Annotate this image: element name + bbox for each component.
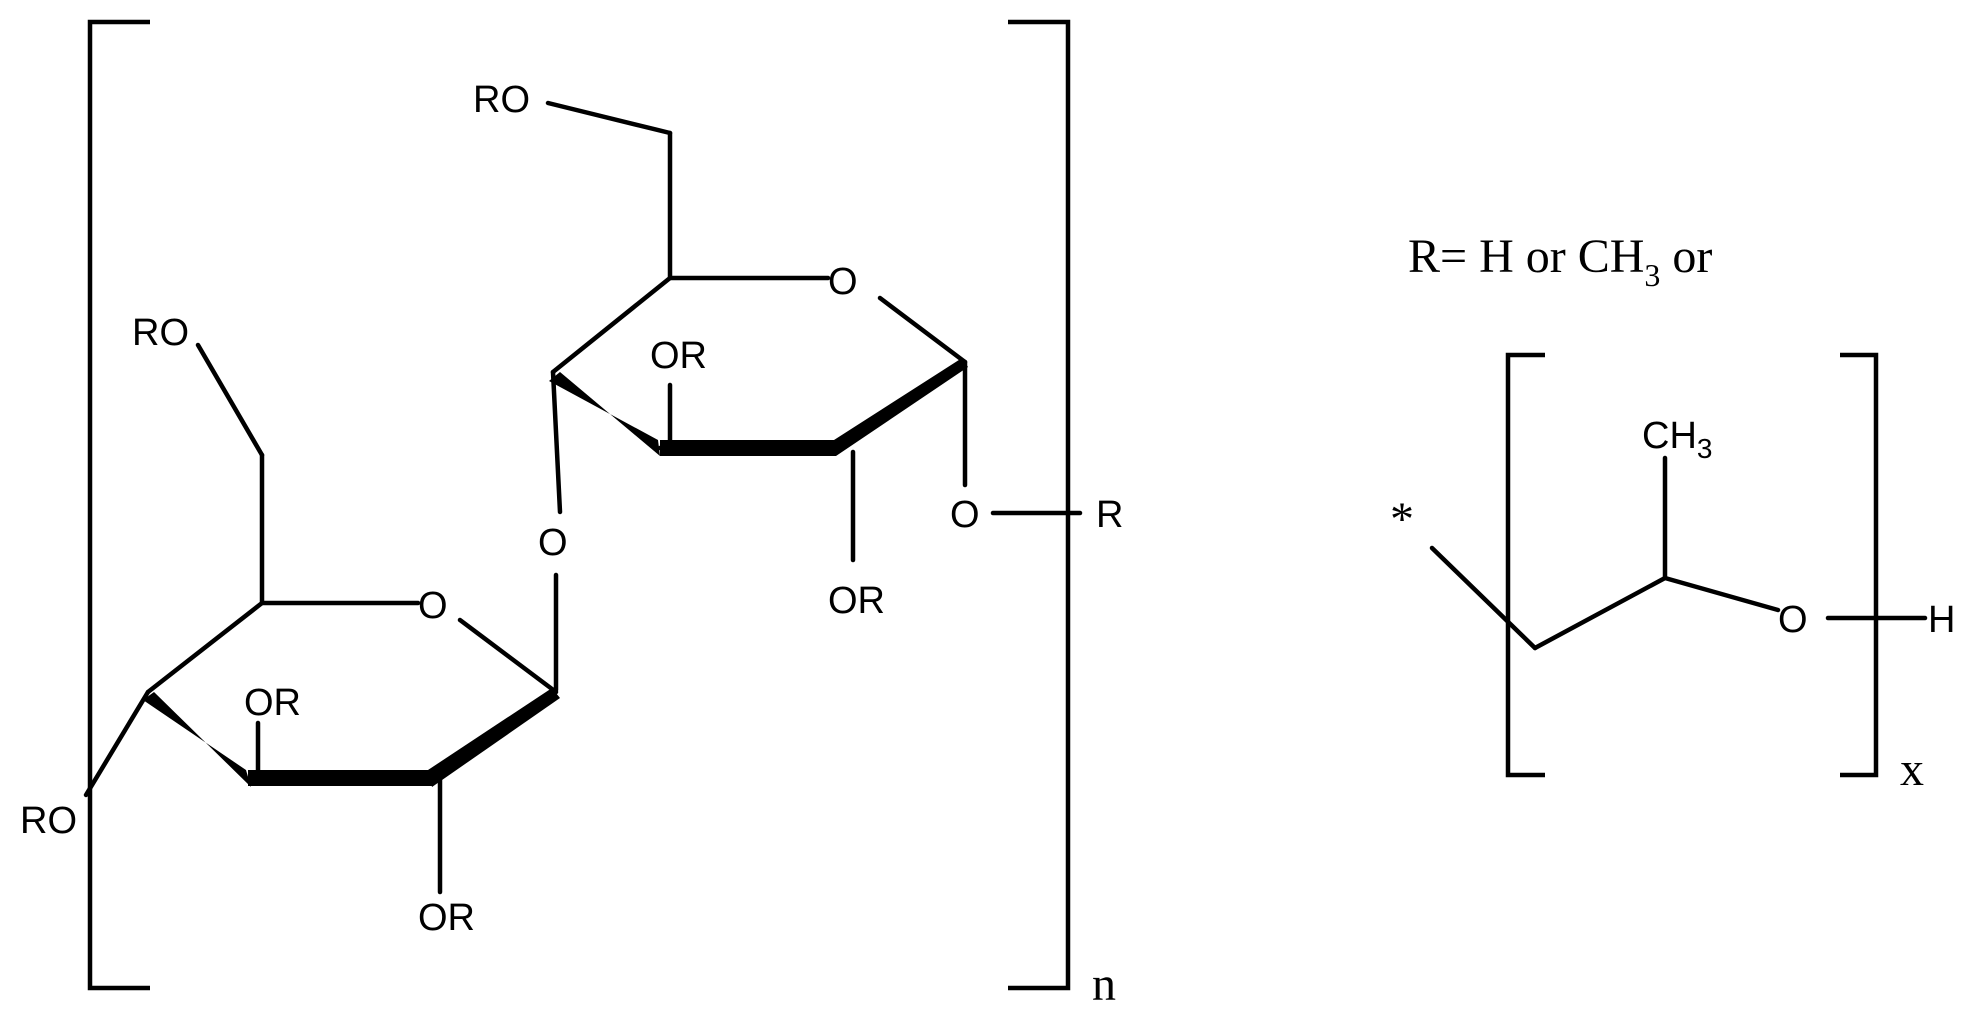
ro-left-top-label: RO xyxy=(132,312,189,354)
r-definition-prefix: R= H or CH xyxy=(1408,230,1644,283)
ring-2-wedge-right xyxy=(834,358,968,456)
r-definition-subscript: 3 xyxy=(1644,257,1660,293)
r-definition-suffix: or xyxy=(1660,230,1712,283)
propylene-methyl-ch: CH xyxy=(1642,415,1697,457)
left-bracket-small xyxy=(1505,352,1545,778)
r-definition: R= H or CH3 or xyxy=(1408,230,1712,293)
ring-1-or-lower: OR xyxy=(418,897,475,939)
ro-left-bottom-label: RO xyxy=(20,800,77,842)
ring-2-r-label: R xyxy=(1096,494,1123,536)
ring-1-or-upper: OR xyxy=(244,682,301,724)
ring-2-anomeric-oxygen: O xyxy=(950,494,980,536)
ring-1-wedge-right xyxy=(428,688,560,787)
right-bracket-large xyxy=(1008,19,1071,991)
propylene-methyl-subscript: 3 xyxy=(1697,433,1713,464)
propylene-hydrogen: H xyxy=(1928,599,1955,641)
ring-2-bold-bond xyxy=(660,440,836,456)
ring-2-wedge-left xyxy=(549,372,660,456)
propylene-oxide-bonds xyxy=(1429,455,1928,651)
propylene-methyl: CH3 xyxy=(1642,415,1712,464)
ring-2-bonds xyxy=(545,100,1083,563)
ring-1-oxygen: O xyxy=(418,585,448,627)
ring-2-or-upper: OR xyxy=(650,335,707,377)
repeat-n-label: n xyxy=(1092,958,1116,1011)
glycosidic-oxygen: O xyxy=(538,522,568,564)
ro-top-label: RO xyxy=(473,79,530,121)
ring-1-bold-bond xyxy=(248,770,432,786)
right-bracket-small xyxy=(1840,352,1879,778)
ring-2-oxygen: O xyxy=(828,261,858,303)
ring-2-or-lower: OR xyxy=(828,580,885,622)
left-bracket-large xyxy=(87,19,150,991)
propylene-oxygen: O xyxy=(1778,599,1808,641)
ring-1-bonds xyxy=(83,342,559,895)
ring-1-wedge-left xyxy=(143,692,251,787)
repeat-x-label: x xyxy=(1900,743,1924,796)
star-label: * xyxy=(1390,493,1414,546)
